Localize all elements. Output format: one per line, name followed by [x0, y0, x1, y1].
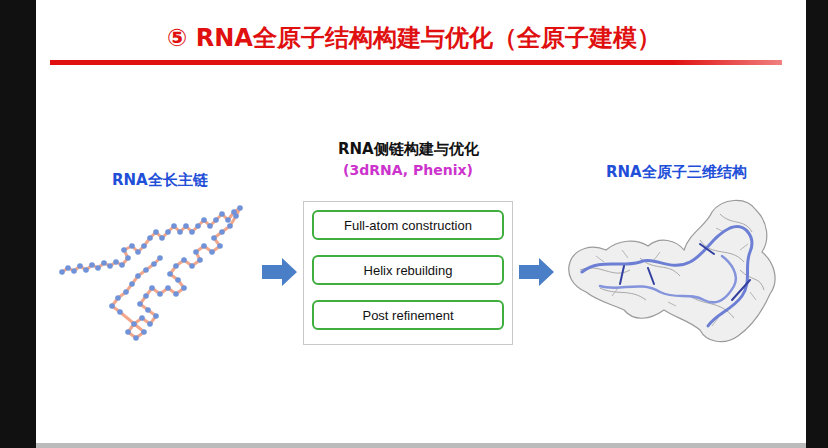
- flow-arrow: [262, 258, 297, 286]
- slide-title: ⑤ RNA全原子结构构建与优化（全原子建模）: [167, 22, 661, 54]
- box-text: Full-atom construction: [344, 218, 472, 233]
- box-text: Helix rebuilding: [364, 263, 453, 278]
- group-panel: RNA侧链构建与优化 (3dRNA, Phenix) Full-atom const…: [295, 140, 521, 346]
- rna-backbone: [62, 208, 240, 338]
- panel-heading: RNA侧链构建与优化: [338, 140, 479, 159]
- title-underline: [50, 60, 782, 65]
- process-box: Helix rebuilding: [312, 255, 504, 285]
- box-text: Post refinement: [362, 308, 453, 323]
- tool-names: (3dRNA, Phenix): [343, 162, 473, 178]
- rna-3d-structure: [569, 200, 775, 341]
- screen-margin: [0, 0, 36, 448]
- figure-heading: RNA全原子三维结构: [606, 163, 747, 182]
- flow-arrow: [519, 258, 554, 286]
- process-box: Post refinement: [312, 300, 504, 330]
- figure-heading: RNA全长主链: [112, 171, 208, 190]
- bottom-line: [36, 443, 806, 448]
- screen-margin: [806, 0, 828, 448]
- process-box: Full-atom construction: [312, 210, 504, 240]
